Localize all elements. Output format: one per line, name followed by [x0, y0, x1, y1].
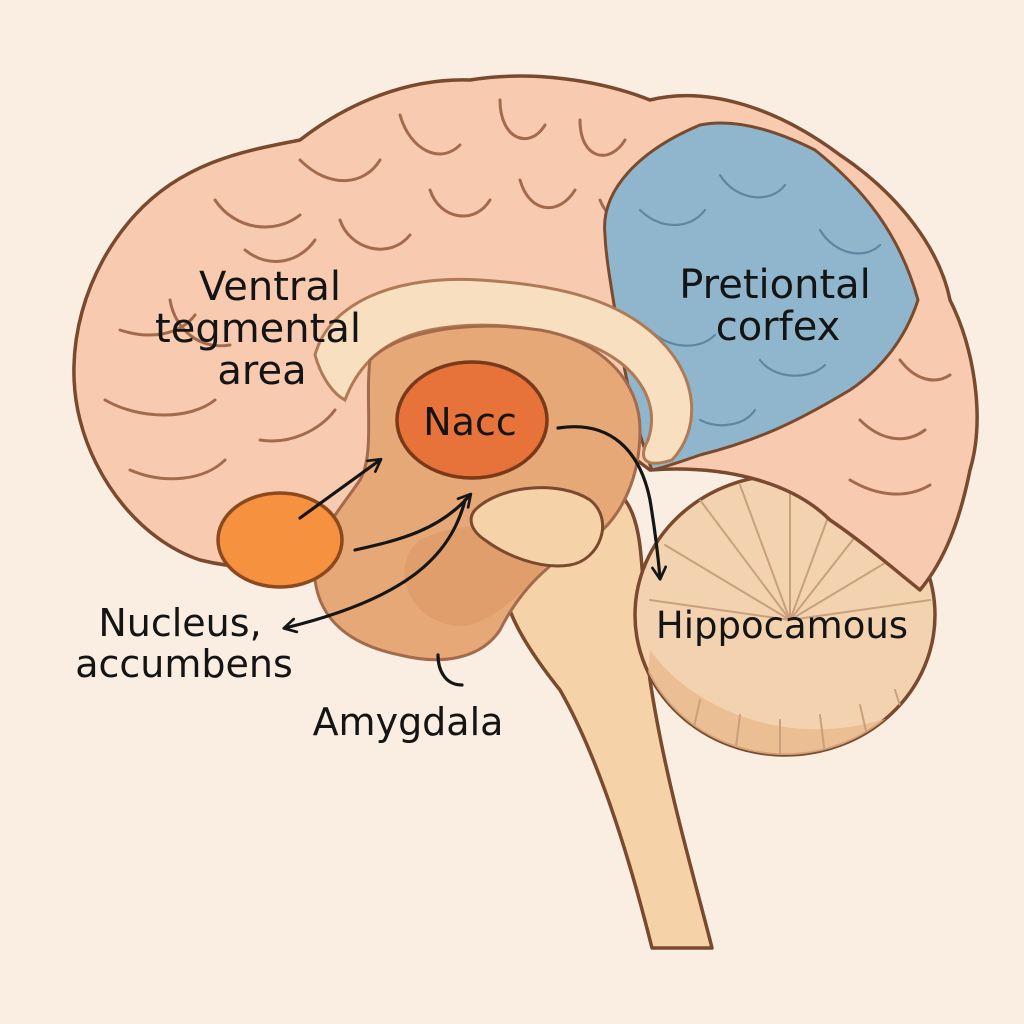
label-pfc-line1: Pretiontal — [679, 262, 871, 308]
prefrontal-folds — [638, 173, 882, 427]
arrow-nacc-to-hippocampus — [556, 425, 668, 581]
label-nucleus-line1: Nucleus, — [98, 601, 261, 645]
label-hippocampus: Hippocamous — [656, 604, 908, 647]
cortex-folds — [103, 98, 952, 496]
nacc-structure — [395, 360, 549, 480]
label-vta-line1: Ventral — [199, 264, 341, 310]
thalamus — [469, 486, 605, 568]
label-vta-line3: area — [217, 348, 306, 394]
vta-structure — [216, 491, 344, 589]
label-nacc: Nacc — [423, 400, 517, 444]
label-vta-line2: tegmental — [155, 306, 361, 352]
label-amygdala: Amygdala — [313, 700, 504, 744]
label-nucleus-line2: accumbens — [75, 642, 293, 686]
arrow-vta-to-limbic — [298, 457, 383, 520]
arrow-nacc-to-nucleus-label — [282, 498, 467, 634]
limbic-region — [312, 324, 642, 662]
arrow-vta-to-nacc — [353, 492, 473, 552]
amygdala-hook — [436, 653, 464, 687]
label-pfc-line2: corfex — [716, 304, 841, 350]
